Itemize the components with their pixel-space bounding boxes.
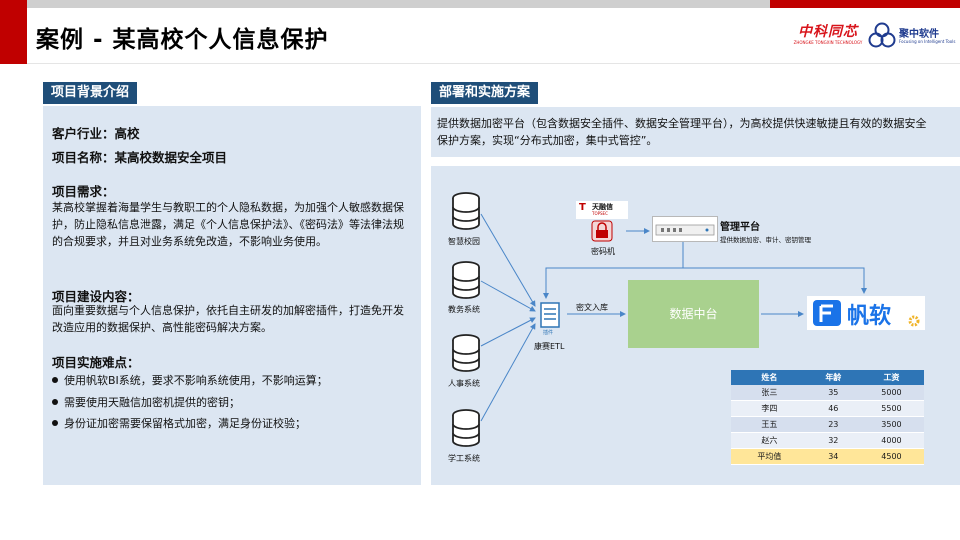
column-header: 年龄 xyxy=(807,370,859,385)
topsec-logo-mark: T xyxy=(579,202,586,213)
fanruan-logo-icon xyxy=(813,300,841,326)
architecture-diagram: 智慧校园 教务系统 人事系统 学工系统 插件 康赛ETL 密文入库 数据中台 T… xyxy=(431,166,960,485)
source-label: 人事系统 xyxy=(448,379,480,388)
cipher-storage-label: 密文入库 xyxy=(576,303,608,312)
table-row: 张三 35 5000 xyxy=(731,385,924,401)
table-cell: 赵六 xyxy=(731,432,808,449)
juzhong-logo-subtext: Focusing on Intelligent Tools xyxy=(899,39,956,44)
zhongke-logo: 中科同芯 ZHONGKE TONGXIN TECHNOLOGY xyxy=(793,24,863,46)
table-cell: 4500 xyxy=(858,448,924,465)
diagram-connectors xyxy=(480,213,867,422)
database-icon xyxy=(452,192,480,230)
column-header: 工资 xyxy=(858,370,924,385)
table-cell: 5000 xyxy=(858,385,924,401)
table-cell: 平均值 xyxy=(731,448,808,465)
difficulty-bullet: 需要使用天融信加密机提供的密钥； xyxy=(52,394,240,410)
management-server xyxy=(652,216,718,242)
etl-plugin-label: 插件 xyxy=(543,330,554,336)
table-cell: 23 xyxy=(807,416,859,433)
table-cell: 3500 xyxy=(858,416,924,433)
source-label: 智慧校园 xyxy=(448,237,480,246)
juzhong-logo-text: 聚中软件 xyxy=(899,29,939,40)
title-accent-block xyxy=(0,0,27,64)
server-rack-icon xyxy=(655,224,715,236)
zhongke-logo-subtext: ZHONGKE TONGXIN TECHNOLOGY xyxy=(793,40,863,45)
table-cell: 5500 xyxy=(858,400,924,417)
topsec-logo-text: 天融信 xyxy=(592,203,613,211)
header-divider xyxy=(27,63,960,64)
sample-data-table: 姓名 年龄 工资 张三 35 5000 李四 46 5500 王五 23 350… xyxy=(731,370,924,465)
background-panel: 客户行业：高校 项目名称：某高校数据安全项目 项目需求： 某高校掌握着海量学生与… xyxy=(43,106,421,485)
content-text: 面向重要数据与个人信息保护，依托自主研发的加解密插件，打造免开发改造应用的数据保… xyxy=(52,304,404,334)
fanruan-label: 帆软 xyxy=(847,304,892,329)
column-header: 姓名 xyxy=(731,370,808,385)
topsec-logo: T 天融信 TOPSEC xyxy=(576,201,628,219)
difficulty-bullet: 使用帆软BI系统，要求不影响系统使用，不影响运算； xyxy=(52,372,328,388)
source-label: 学工系统 xyxy=(448,454,480,463)
table-cell: 王五 xyxy=(731,416,808,433)
table-cell: 34 xyxy=(807,448,859,465)
etl-label: 康赛ETL xyxy=(534,342,565,351)
table-cell: 张三 xyxy=(731,385,808,401)
needs-title: 项目需求： xyxy=(52,184,115,199)
table-cell: 李四 xyxy=(731,400,808,417)
password-machine-label: 密码机 xyxy=(591,247,615,256)
table-row: 王五 23 3500 xyxy=(731,416,924,433)
management-title: 管理平台 xyxy=(720,222,760,233)
deployment-description: 提供数据加密平台（包含数据安全插件、数据安全管理平台），为高校提供快速敏捷且有效… xyxy=(437,117,927,147)
table-row: 李四 46 5500 xyxy=(731,400,924,417)
table-average-row: 平均值 34 4500 xyxy=(731,448,924,465)
zhongke-logo-text: 中科同芯 xyxy=(798,24,858,40)
difficulty-bullet: 身份证加密需要保留格式加密，满足身份证校验； xyxy=(52,415,306,431)
section-label-background: 项目背景介绍 xyxy=(43,82,138,104)
gear-icon xyxy=(908,315,920,327)
deployment-description-box: 提供数据加密平台（包含数据安全插件、数据安全管理平台），为高校提供快速敏捷且有效… xyxy=(431,107,960,157)
juzhong-logo-icon xyxy=(868,22,896,48)
section-label-deployment: 部署和实施方案 xyxy=(431,82,539,104)
table-row: 赵六 32 4000 xyxy=(731,432,924,449)
lock-icon xyxy=(591,220,613,242)
page-title: 案例 - 某高校个人信息保护 xyxy=(36,27,329,53)
table-cell: 32 xyxy=(807,432,859,449)
fanruan-logo: 帆软 xyxy=(807,296,925,330)
top-bar xyxy=(0,0,960,8)
table-cell: 4000 xyxy=(858,432,924,449)
top-bar-accent xyxy=(770,0,960,8)
project-name: 项目名称：某高校数据安全项目 xyxy=(52,150,228,165)
table-header-row: 姓名 年龄 工资 xyxy=(731,370,924,385)
needs-text: 某高校掌握着海量学生与教职工的个人隐私数据，为加强个人敏感数据保护，防止隐私信息… xyxy=(52,201,404,248)
server-icon xyxy=(540,302,560,328)
juzhong-logo: 聚中软件 Focusing on Intelligent Tools xyxy=(868,22,958,48)
table-cell: 35 xyxy=(807,385,859,401)
content-title: 项目建设内容： xyxy=(52,289,140,304)
password-machine: T 天融信 TOPSEC xyxy=(576,201,628,245)
data-middle-platform: 数据中台 xyxy=(628,280,759,348)
source-label: 教务系统 xyxy=(448,305,480,314)
management-description: 提供数据加密、审计、密钥管理 xyxy=(720,236,811,244)
database-icon xyxy=(452,261,480,299)
table-cell: 46 xyxy=(807,400,859,417)
database-icon xyxy=(452,334,480,372)
database-icon xyxy=(452,409,480,447)
customer-industry: 客户行业：高校 xyxy=(52,126,140,141)
difficulty-title: 项目实施难点： xyxy=(52,355,140,370)
topsec-logo-subtext: TOPSEC xyxy=(592,211,608,216)
